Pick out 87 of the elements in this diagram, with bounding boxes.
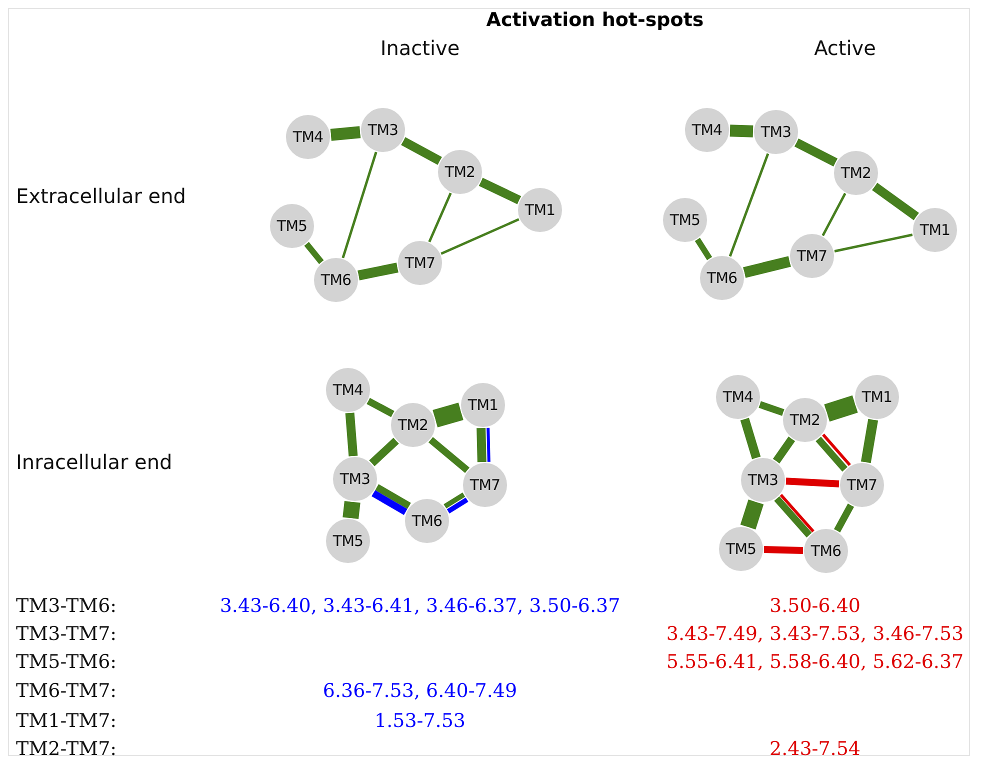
node-circle: TM5	[325, 518, 371, 564]
connection-line	[486, 428, 490, 462]
connection-line	[816, 436, 848, 472]
connection-line	[774, 496, 812, 538]
node-circle: TM6	[699, 255, 745, 301]
connection-line	[758, 401, 784, 416]
node-circle: TM3	[740, 457, 786, 503]
connection-line	[786, 478, 840, 488]
residue-pairs: 2.43-7.54	[769, 738, 861, 760]
connection-line	[764, 546, 804, 554]
pair-label: TM5-TM6:	[16, 651, 117, 673]
residue-pairs: 5.55-6.41, 5.58-6.40, 5.62-6.37	[666, 651, 964, 673]
connection-line	[822, 192, 846, 236]
node-circle: TM1	[854, 374, 900, 420]
row-heading: Inracellular end	[16, 450, 172, 474]
node-circle: TM7	[462, 462, 508, 508]
node-circle: TM2	[437, 149, 483, 195]
row-heading: Extracellular end	[16, 184, 186, 208]
connection-line	[342, 152, 378, 258]
node-circle: TM6	[313, 257, 359, 303]
connection-line	[304, 242, 324, 264]
connection-line	[330, 126, 361, 141]
node-circle: TM5	[718, 526, 764, 572]
node-circle: TM7	[789, 233, 835, 279]
node-circle: TM2	[833, 150, 879, 196]
pair-label: TM3-TM7:	[16, 623, 117, 645]
node-circle: TM1	[912, 207, 958, 253]
node-circle: TM5	[662, 197, 708, 243]
node-circle: TM3	[332, 456, 378, 502]
pair-label: TM6-TM7:	[16, 680, 117, 702]
node-circle: TM6	[803, 528, 849, 574]
connection-line	[345, 412, 358, 456]
node-circle: TM4	[325, 367, 371, 413]
node-circle: TM2	[782, 397, 828, 443]
connection-line	[375, 484, 411, 509]
residue-pairs: 6.36-7.53, 6.40-7.49	[322, 680, 518, 702]
connection-line	[780, 494, 814, 532]
connection-line	[428, 437, 470, 473]
connection-line	[366, 398, 394, 418]
connection-line	[428, 192, 452, 242]
node-circle: TM7	[397, 240, 443, 286]
connection-line	[740, 418, 761, 460]
pair-label: TM1-TM7:	[16, 710, 117, 732]
connection-line	[432, 402, 464, 428]
connection-line	[772, 436, 796, 464]
residue-pairs: 3.50-6.40	[769, 595, 861, 617]
pair-label: TM2-TM7:	[16, 738, 117, 760]
connection-line	[476, 428, 486, 462]
connection-line	[822, 434, 851, 466]
node-circle: TM5	[269, 203, 315, 249]
connection-line	[743, 256, 791, 278]
node-circle: TM4	[715, 374, 761, 420]
connection-line	[728, 153, 770, 257]
node-circle: TM6	[404, 498, 450, 544]
connection-line	[358, 262, 398, 280]
column-heading: Inactive	[380, 36, 460, 60]
node-circle: TM1	[460, 382, 506, 428]
connection-line	[794, 138, 838, 167]
node-circle: TM3	[753, 109, 799, 155]
connection-line	[872, 182, 919, 220]
connection-line	[446, 498, 468, 514]
residue-pairs: 1.53-7.53	[374, 710, 466, 732]
connection-line	[834, 504, 854, 532]
node-circle: TM4	[684, 107, 730, 153]
diagram-title: Activation hot-spots	[486, 9, 704, 31]
node-circle: TM1	[517, 187, 563, 233]
connection-line	[342, 500, 360, 520]
residue-pairs: 3.43-7.49, 3.43-7.53, 3.46-7.53	[666, 623, 964, 645]
connection-line	[444, 492, 466, 508]
node-circle: TM3	[360, 107, 406, 153]
connection-line	[694, 238, 712, 260]
connection-line	[730, 124, 754, 138]
connection-line	[834, 234, 913, 252]
residue-pairs: 3.43-6.40, 3.43-6.41, 3.46-6.37, 3.50-6.37	[220, 595, 620, 617]
node-circle: TM7	[839, 462, 885, 508]
connection-line	[478, 178, 522, 204]
connection-line	[440, 218, 520, 255]
pair-label: TM3-TM6:	[16, 595, 117, 617]
connection-line	[372, 490, 408, 516]
connection-line	[740, 499, 764, 530]
connection-line	[860, 418, 878, 464]
connection-line	[401, 137, 442, 165]
node-circle: TM4	[285, 114, 331, 160]
column-heading: Active	[814, 36, 876, 60]
connection-line	[824, 395, 858, 422]
connection-line	[369, 438, 399, 466]
node-circle: TM2	[390, 402, 436, 448]
